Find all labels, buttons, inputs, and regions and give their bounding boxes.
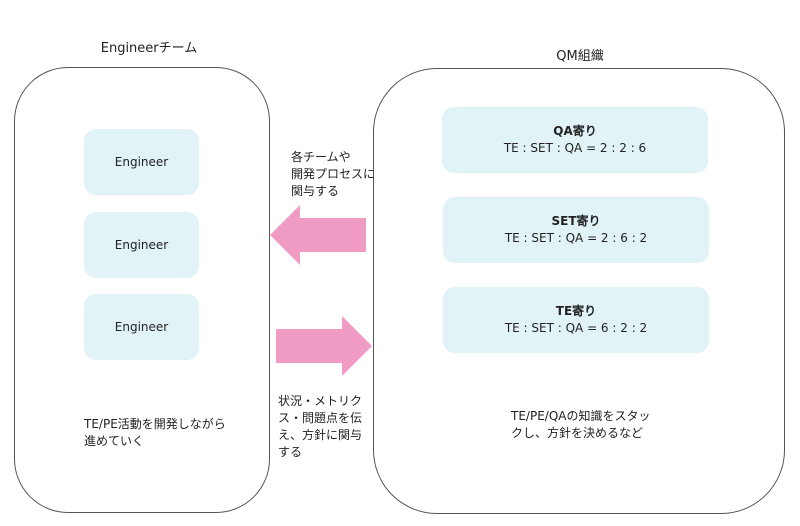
- card-name: TE寄り: [555, 304, 597, 318]
- engineer-team-note-line: 進めていく: [84, 434, 145, 448]
- engineer-card-label: Engineer: [114, 319, 169, 334]
- arrow-label-line: え、方針に関与: [278, 428, 363, 442]
- qm-org-note-line: TE/PE/QAの知識をスタッ: [511, 409, 651, 423]
- set-leaning-card: SET寄り TE : SET : QA = 2 : 6 : 2: [443, 197, 709, 263]
- arrow-label-line: 関与する: [291, 184, 340, 198]
- arrow-right-icon: [276, 316, 374, 376]
- card-ratio: TE : SET : QA = 2 : 6 : 2: [504, 231, 648, 245]
- engineer-team-title: Engineerチーム: [100, 41, 198, 56]
- qm-org-note-line: クし、方針を決めるなど: [511, 426, 644, 440]
- engineer-card-label: Engineer: [114, 237, 169, 252]
- engineer-card: Engineer: [84, 129, 199, 195]
- arrow-left-shape: [270, 205, 366, 265]
- card-ratio: TE : SET : QA = 2 : 2 : 6: [503, 141, 647, 155]
- arrow-label-line: 状況・メトリク: [278, 394, 363, 408]
- qm-org-title: QM組織: [556, 49, 604, 64]
- card-name: QA寄り: [553, 124, 597, 138]
- engineer-team-note: TE/PE活動を開発しながら 進めていく: [84, 416, 254, 450]
- qa-leaning-card: QA寄り TE : SET : QA = 2 : 2 : 6: [442, 107, 708, 173]
- engineer-card-label: Engineer: [114, 154, 169, 169]
- qm-org-note: TE/PE/QAの知識をスタッ クし、方針を決めるなど: [511, 408, 681, 442]
- arrow-label-line: ス・問題点を伝: [278, 411, 363, 425]
- te-leaning-card: TE寄り TE : SET : QA = 6 : 2 : 2: [443, 287, 709, 353]
- arrow-to-qm-label: 状況・メトリク ス・問題点を伝 え、方針に関与 する: [278, 393, 370, 461]
- engineer-card: Engineer: [84, 212, 199, 278]
- arrow-label-line: 開発プロセスに: [291, 167, 376, 181]
- card-name: SET寄り: [551, 214, 601, 228]
- arrow-right-shape: [276, 316, 372, 376]
- arrow-label-line: 各チームや: [291, 150, 351, 164]
- arrow-to-engineer-label: 各チームや 開発プロセスに 関与する: [291, 149, 381, 200]
- arrow-label-line: する: [278, 445, 303, 459]
- card-ratio: TE : SET : QA = 6 : 2 : 2: [504, 321, 648, 335]
- engineer-team-note-line: TE/PE活動を開発しながら: [84, 417, 226, 431]
- engineer-card: Engineer: [84, 294, 199, 360]
- arrow-left-icon: [270, 205, 368, 265]
